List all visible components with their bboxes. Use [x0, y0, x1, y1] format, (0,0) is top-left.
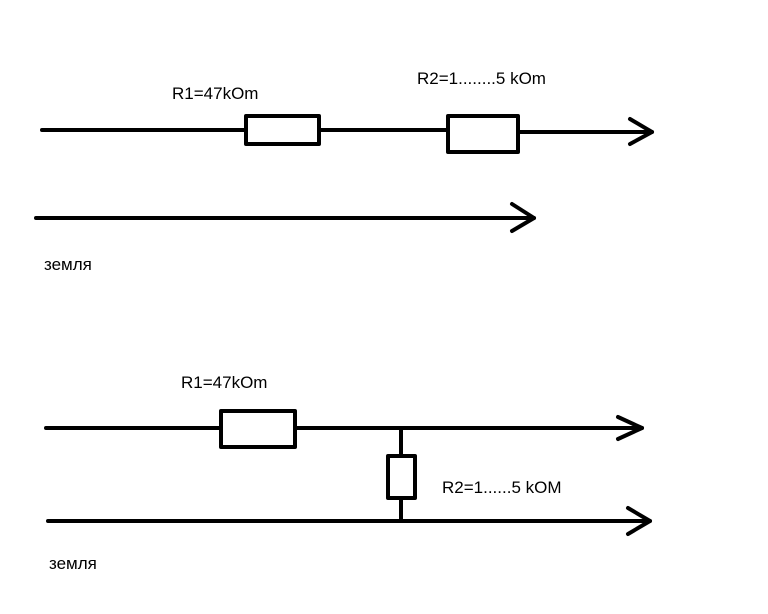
top-r2-label: R2=1........5 kOm	[417, 69, 546, 88]
top-r1-resistor	[244, 114, 321, 146]
bottom-ground-label: земля	[49, 554, 97, 573]
bottom-divider-circuit	[44, 409, 652, 536]
bottom-r1-label: R1=47kOm	[181, 373, 267, 392]
top-series-circuit	[34, 114, 654, 233]
bottom-ground-arrow-head	[626, 506, 652, 536]
top-ground-arrow-head	[510, 202, 536, 233]
top-r2-resistor	[446, 114, 520, 154]
top-ground-label: земля	[44, 255, 92, 274]
top-output-arrow-head	[628, 117, 654, 146]
top-r1-label: R1=47kOm	[172, 84, 258, 103]
bottom-r2-label: R2=1......5 kOM	[442, 478, 562, 497]
bottom-output-arrow-head	[616, 415, 644, 441]
bottom-r1-resistor	[219, 409, 297, 449]
bottom-r2-resistor	[386, 454, 417, 500]
